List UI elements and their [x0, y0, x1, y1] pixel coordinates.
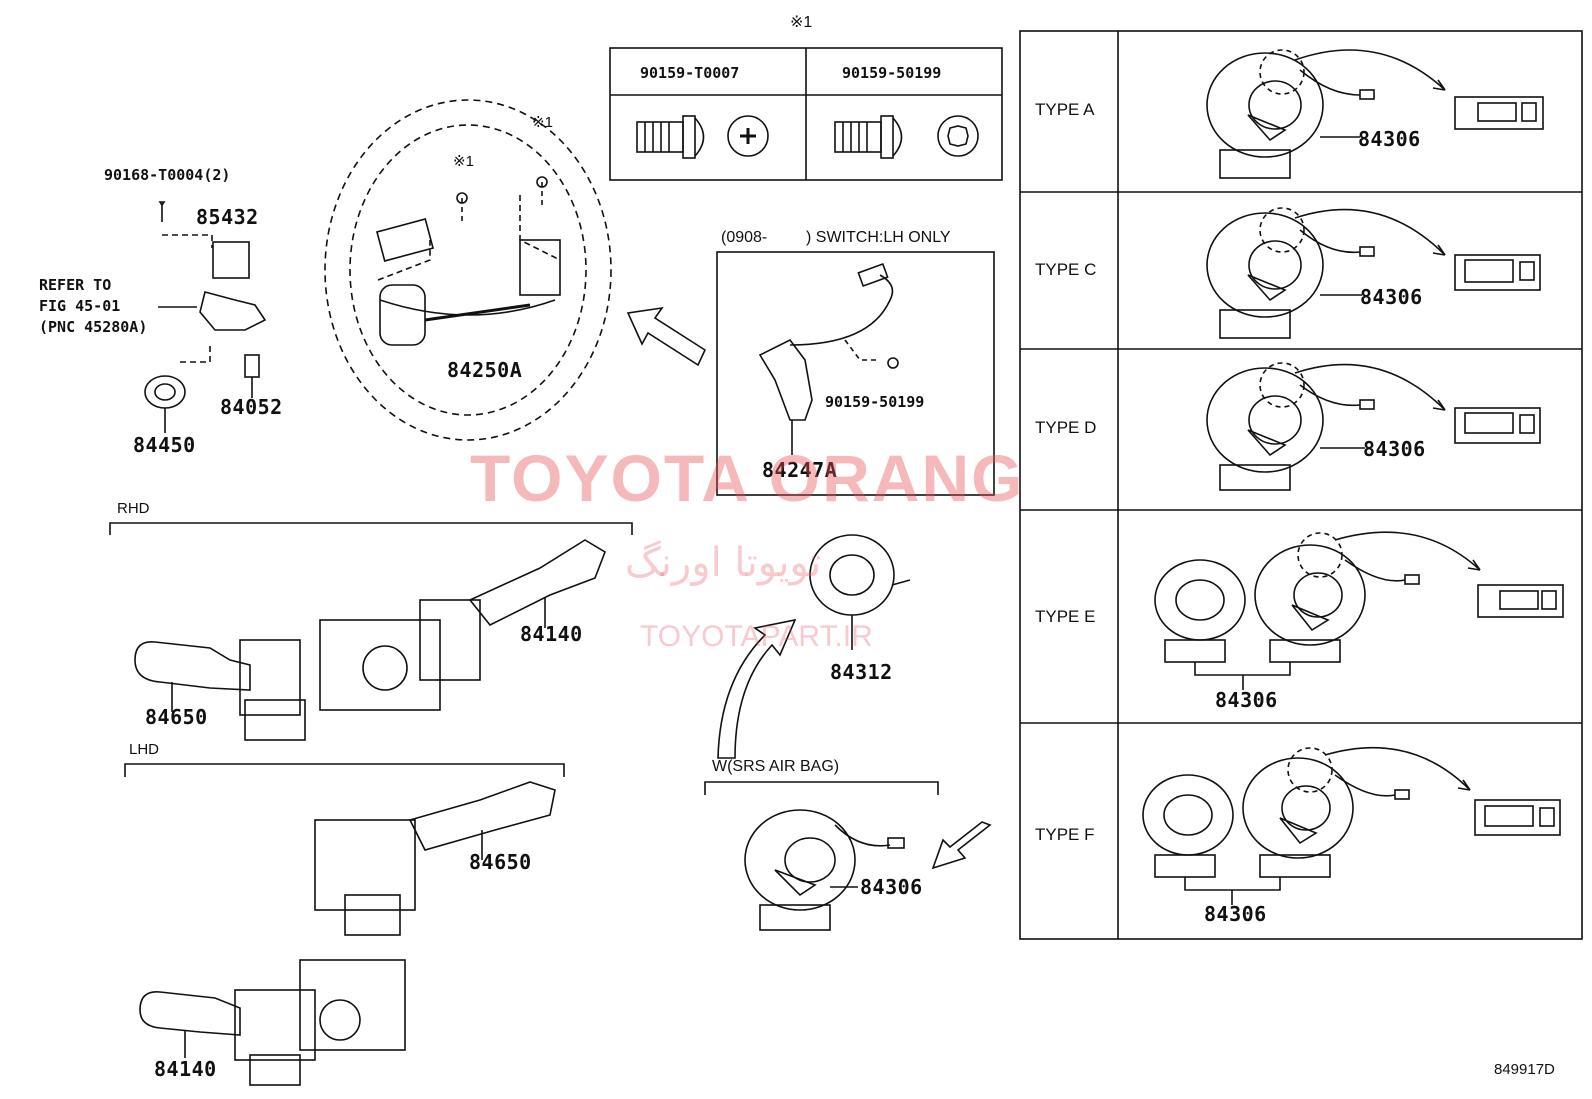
type-c-label: TYPE C: [1035, 260, 1097, 279]
part-84312: 84312: [830, 660, 893, 684]
ignition-cluster-drawing: [144, 201, 267, 433]
lhd-bracket: [124, 763, 565, 777]
switch-84247A-drawing: [758, 262, 899, 455]
refer-line-2: FIG 45-01: [39, 297, 121, 315]
part-84140-lhd: 84140: [154, 1057, 217, 1081]
type-e-part: 84306: [1215, 688, 1278, 712]
type-e-clock-spring: [1154, 531, 1564, 690]
part-85432: 85432: [196, 205, 259, 229]
combination-switch-rhd-drawing: [134, 539, 606, 741]
part-90168: 90168-T0004(2): [104, 166, 231, 184]
part-84306-main: 84306: [860, 875, 923, 899]
figure-id: 849917D: [1494, 1061, 1555, 1078]
type-f-part: 84306: [1204, 902, 1267, 926]
type-f-clock-spring: [1142, 746, 1561, 905]
part-84450: 84450: [133, 433, 196, 457]
part-84140-rhd: 84140: [520, 622, 583, 646]
switch-lh-suffix: ) SWITCH:LH ONLY: [806, 229, 951, 246]
refer-line-3: (PNC 45280A): [39, 318, 148, 336]
part-84052: 84052: [220, 395, 283, 419]
wheel-marker-1: ※1: [453, 153, 474, 170]
type-f-label: TYPE F: [1035, 825, 1095, 844]
watermark-brand: TOYOTA ORANG: [470, 441, 1025, 515]
type-d-label: TYPE D: [1035, 418, 1097, 437]
part-84650-rhd: 84650: [145, 705, 208, 729]
screw-90159-T0007-drawing: [636, 115, 769, 159]
part-84250A: 84250A: [447, 358, 523, 382]
steering-wheel-drawing: [324, 99, 612, 441]
wheel-marker-2: ※1: [532, 114, 553, 131]
type-a-clock-spring: [1206, 49, 1544, 179]
arrow-diagonal: [931, 821, 992, 870]
clock-spring-84312-drawing: [809, 534, 911, 650]
refer-line-1: REFER TO: [39, 276, 112, 294]
srs-bracket: [704, 781, 939, 795]
rhd-bracket: [109, 522, 633, 535]
screw-90159-50199-drawing: [834, 115, 979, 159]
part-84650-lhd: 84650: [469, 850, 532, 874]
type-a-label: TYPE A: [1035, 100, 1095, 119]
arrow-to-wheel: [626, 306, 707, 367]
type-d-clock-spring: [1206, 362, 1541, 491]
arrow-curved-up: [717, 618, 797, 759]
screw-col2-part: 90159-50199: [842, 64, 942, 82]
switch-lh-box: [716, 251, 995, 496]
part-84247A: 84247A: [762, 458, 838, 482]
type-c-part: 84306: [1360, 285, 1423, 309]
type-a-part: 84306: [1358, 127, 1421, 151]
clock-spring-84306-main-drawing: [744, 809, 905, 931]
screw-marker: ※1: [790, 14, 813, 31]
part-90159-50199: 90159-50199: [825, 393, 925, 411]
type-c-clock-spring: [1206, 207, 1541, 339]
combination-switch-lhd-84140-drawing: [139, 959, 406, 1086]
rhd-label: RHD: [117, 500, 150, 517]
type-table-frame: [1019, 30, 1583, 940]
watermark-persian: تویوتا اورنگ: [625, 540, 822, 586]
switch-lh-prefix: (0908-: [721, 229, 768, 246]
combination-switch-lhd-84650-drawing: [314, 781, 556, 936]
screw-col1-part: 90159-T0007: [640, 64, 740, 82]
watermark-url: TOYOTAPART.IR: [640, 620, 873, 653]
lhd-label: LHD: [129, 741, 160, 758]
srs-label: W(SRS AIR BAG): [712, 758, 840, 775]
type-d-part: 84306: [1363, 437, 1426, 461]
type-e-label: TYPE E: [1035, 607, 1096, 626]
